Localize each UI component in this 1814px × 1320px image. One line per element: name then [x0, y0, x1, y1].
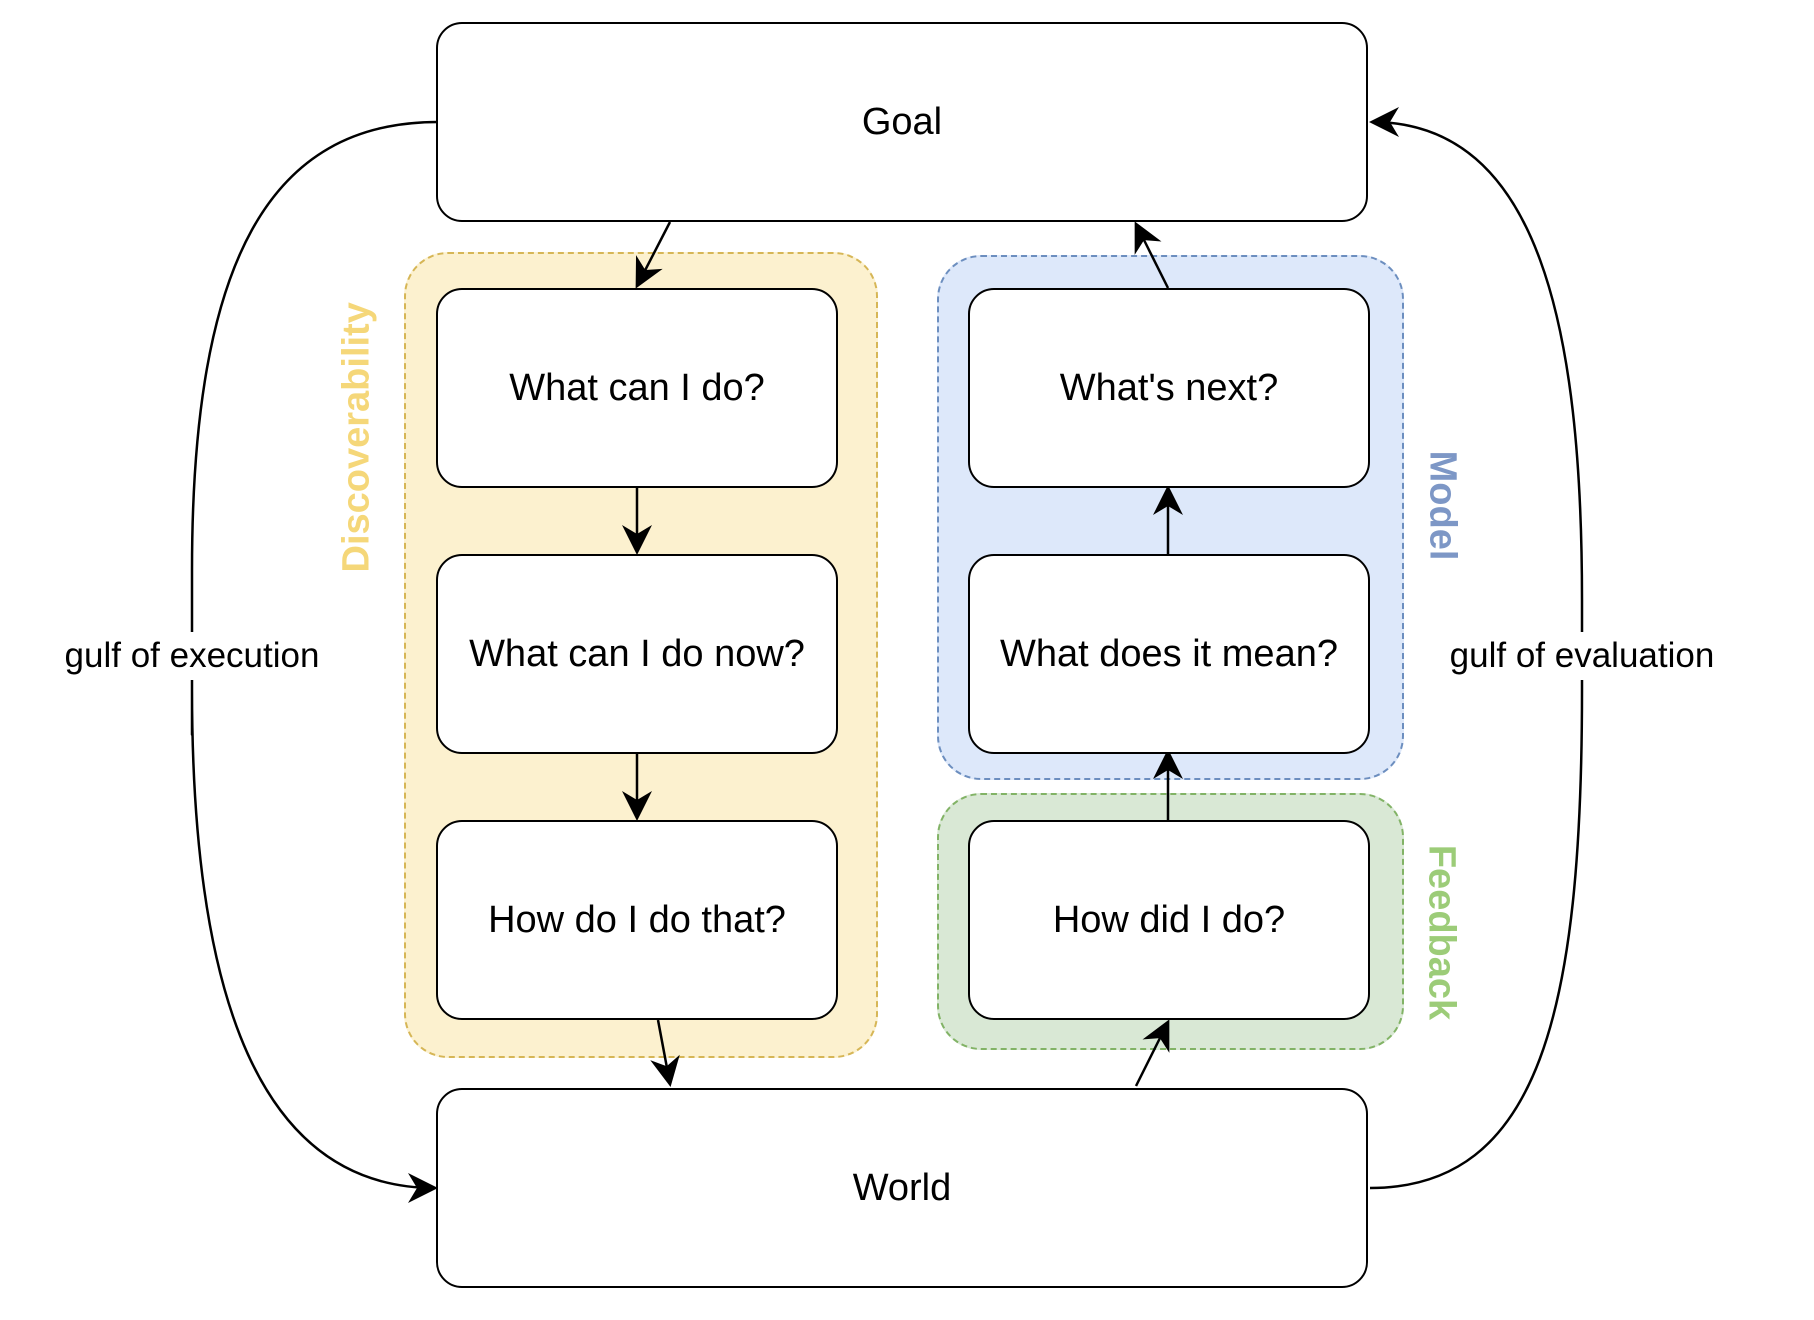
edge-next-to-goal	[1134, 221, 1170, 289]
edge-world-to-how-did-i	[1134, 1019, 1170, 1087]
node-whats-next: What's next?	[968, 288, 1370, 488]
group-label-model: Model	[1421, 450, 1464, 561]
node-how-do-i-do-that-label: How do I do that?	[488, 898, 786, 941]
node-goal: Goal	[436, 22, 1368, 222]
node-what-can-i-do-now: What can I do now?	[436, 554, 838, 754]
group-label-discoverability: Discoverability	[335, 302, 378, 573]
node-goal-label: Goal	[861, 100, 943, 143]
node-whats-next-label: What's next?	[1059, 366, 1279, 409]
node-how-do-i-do-that: How do I do that?	[436, 820, 838, 1020]
node-what-does-it-mean: What does it mean?	[968, 554, 1370, 754]
edge-how-do-i-to-world	[650, 1019, 680, 1087]
node-what-does-it-mean-label: What does it mean?	[1000, 632, 1338, 675]
node-world: World	[436, 1088, 1368, 1288]
node-what-can-i-do-label: What can I do?	[509, 366, 765, 409]
edge-label-gulf-of-evaluation: gulf of evaluation	[1443, 632, 1721, 680]
edge-gulf-of-execution	[190, 120, 438, 1188]
edge-label-gulf-of-execution: gulf of execution	[58, 632, 326, 680]
node-how-did-i-do-label: How did I do?	[1052, 898, 1286, 941]
node-what-can-i-do: What can I do?	[436, 288, 838, 488]
node-what-can-i-do-now-label: What can I do now?	[469, 632, 805, 675]
group-label-feedback: Feedback	[1420, 844, 1463, 1021]
node-world-label: World	[852, 1166, 952, 1209]
node-how-did-i-do: How did I do?	[968, 820, 1370, 1020]
edge-goal-to-what-can-i-do	[635, 221, 672, 289]
